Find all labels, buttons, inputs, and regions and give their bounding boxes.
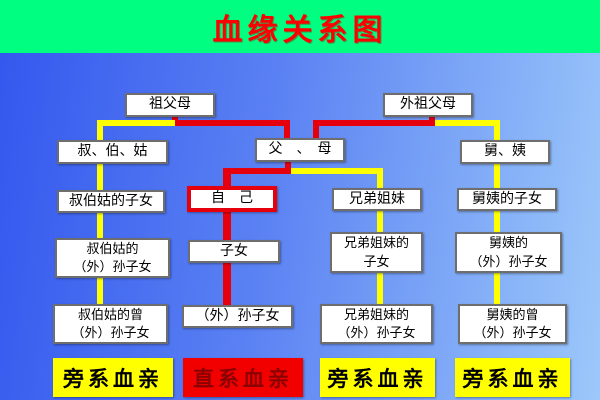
- legend-collateral-siblings: 旁系血亲: [320, 358, 435, 397]
- connector-left-horizontal-collateral: [97, 120, 175, 126]
- header-banner: 血缘关系图: [0, 0, 600, 53]
- node-siblings-children: 兄弟姐妹的 子女: [330, 232, 423, 273]
- connector-parents-top-left-vertical: [284, 120, 290, 140]
- connector-parents-top-right-vertical: [313, 120, 319, 140]
- node-paternal-uncles-aunts: 叔、伯、姑: [57, 140, 168, 164]
- legend-collateral-maternal: 旁系血亲: [455, 358, 570, 397]
- node-paternal-grandparents: 祖父母: [125, 93, 215, 117]
- node-maternal-grandparents: 外祖父母: [383, 93, 473, 117]
- page-title: 血缘关系图: [212, 13, 388, 47]
- node-maternal-uncles-aunts: 舅、姨: [460, 140, 550, 164]
- connector-mid-horizontal-direct: [225, 168, 291, 174]
- connector-direct-column-vertical: [223, 168, 231, 306]
- node-parents: 父 、 母: [255, 138, 345, 162]
- legend-direct: 直系血亲: [183, 358, 303, 397]
- node-maternal-cousins-grandchildren: 舅姨的曾 （外）孙子女: [458, 304, 567, 344]
- node-siblings: 兄弟姐妹: [332, 188, 422, 211]
- legend-collateral-paternal: 旁系血亲: [53, 358, 173, 397]
- node-maternal-cousins-children: 舅姨的 （外）孙子女: [455, 232, 562, 273]
- connector-left-horizontal-direct: [175, 120, 287, 126]
- node-children: 子女: [188, 240, 280, 263]
- connector-maternal-grandparents-stub: [429, 112, 435, 122]
- connector-parents-bottom-stub: [285, 161, 291, 174]
- connector-right-horizontal-collateral: [435, 120, 497, 126]
- connector-right-horizontal-direct: [313, 120, 435, 126]
- node-maternal-cousins: 舅姨的子女: [457, 188, 557, 211]
- node-siblings-grandchildren: 兄弟姐妹的 （外）孙子女: [320, 304, 433, 344]
- connector-mid-horizontal-collateral: [291, 168, 383, 174]
- connector-paternal-column-vertical: [97, 120, 103, 306]
- node-paternal-cousins: 叔伯姑的子女: [57, 190, 165, 213]
- node-paternal-cousins-grandchildren: 叔伯姑的曾 （外）孙子女: [53, 304, 168, 344]
- connector-maternal-column-vertical: [494, 120, 500, 306]
- node-paternal-cousins-children: 叔伯姑的 （外）孙子女: [55, 238, 170, 278]
- node-grandchildren: （外）孙子女: [182, 305, 293, 328]
- node-self: 自 己: [187, 186, 277, 212]
